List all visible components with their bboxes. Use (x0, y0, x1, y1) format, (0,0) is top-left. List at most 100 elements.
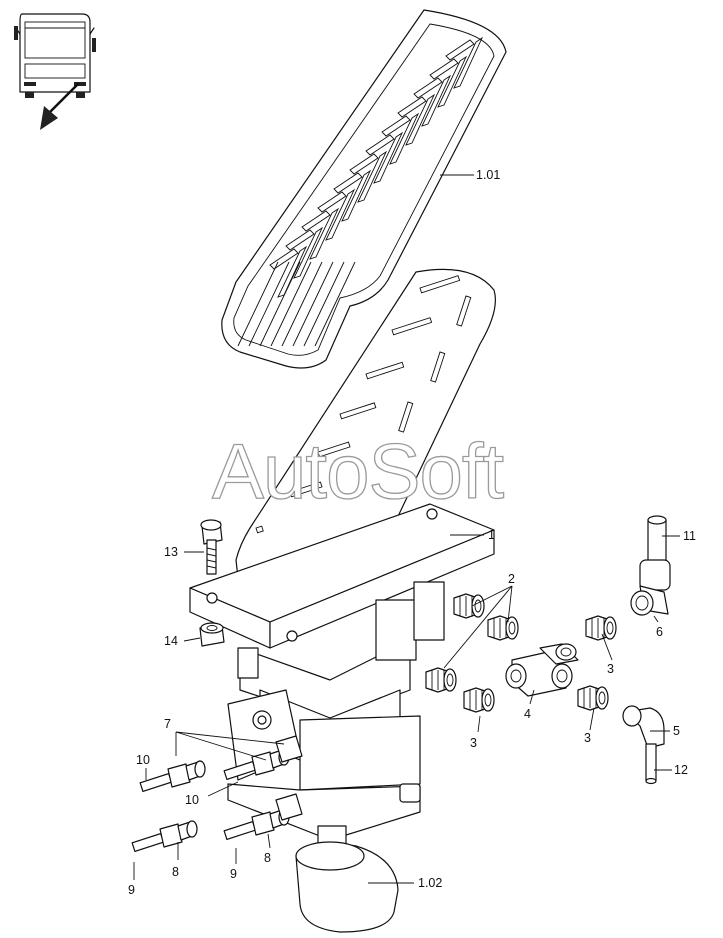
bus-front-icon (14, 13, 96, 98)
pad-heel-rib (237, 261, 279, 347)
pad-heel-rib (270, 261, 312, 347)
pad-slot-rib (293, 226, 324, 279)
callout-12: 12 (674, 763, 688, 777)
fitting-7-nut (275, 735, 303, 763)
lever-slot (317, 441, 351, 458)
callout-14: 14 (164, 634, 178, 648)
tee-port-right (551, 663, 573, 689)
lower-fittings-group (131, 735, 303, 853)
pad-chevron-rib (365, 134, 395, 156)
lever-slot (419, 275, 461, 294)
tee-port-top-bore (560, 647, 572, 657)
fittings-group (425, 593, 617, 713)
pad-chevron-rib (413, 77, 443, 99)
connector-3-left-bore (484, 693, 492, 707)
callout-13: 13 (164, 545, 178, 559)
lever-slot (289, 481, 323, 498)
pipe-12-elbow (622, 705, 665, 785)
callout-3-right-bottom: 3 (584, 731, 591, 745)
bolt-13 (200, 519, 223, 575)
pipe-11-elbow (630, 515, 671, 616)
pipe-10-left-pipe (139, 772, 173, 793)
pipe-9-left-pipe (131, 832, 165, 853)
callout-10-right: 10 (185, 793, 199, 807)
connector-3-right-bottom-face (595, 686, 609, 710)
pad-chevron-rib (317, 191, 347, 213)
callout-9-left: 9 (128, 883, 135, 897)
pad-slot-rib (453, 36, 484, 89)
pad-heel-rib (259, 261, 301, 347)
watermark: AutoSoft (212, 427, 505, 515)
callout-1-02: 1.02 (418, 876, 442, 890)
pad-slot-rib (437, 55, 468, 108)
lever-slot (391, 317, 433, 336)
callout-1: 1 (488, 528, 495, 542)
pad-heel-rib (303, 261, 345, 347)
callout-8-left: 8 (172, 865, 179, 879)
connector-3-right-bottom-bore (598, 691, 606, 705)
callout-4: 4 (524, 707, 531, 721)
callout-2: 2 (508, 572, 515, 586)
pad-slot-rib (373, 131, 404, 184)
pad-slot-rib (389, 112, 420, 165)
callout-5: 5 (673, 724, 680, 738)
callout-1-01: 1.01 (476, 168, 500, 182)
pad-chevron-rib (285, 229, 315, 251)
pipe-10-left-nut (167, 763, 191, 788)
lever-slot (430, 351, 446, 383)
connector-3-right-top-face (603, 616, 617, 640)
pipe-9-right-pipe (223, 820, 257, 841)
pad-heel-rib (248, 261, 290, 347)
lever-slot (456, 295, 472, 327)
pad-slot-rib (405, 93, 436, 146)
callout-6: 6 (656, 625, 663, 639)
pad-slot-rib (309, 207, 340, 260)
connector-2-upper-face (471, 594, 485, 618)
tee-port-right-bore (556, 669, 568, 683)
callout-9-right: 9 (230, 867, 237, 881)
connector-2-lower-bore (446, 673, 454, 687)
pad-chevron-rib (301, 210, 331, 232)
pad-slot-rib (357, 150, 388, 203)
lever-slot (365, 361, 405, 380)
callout-7: 7 (164, 717, 171, 731)
pad-heel-rib (292, 261, 334, 347)
pad-slot-rib (325, 188, 356, 241)
pedal-pad (221, 9, 507, 369)
pipe-9-right-nut (251, 811, 275, 836)
connector-2-lower-face (443, 668, 457, 692)
tee-port-left-bore (510, 669, 522, 683)
lever-slot (255, 525, 264, 534)
callout-10-left: 10 (136, 753, 150, 767)
connector-2-middle-bore (508, 621, 516, 635)
connector-3-left-face (481, 688, 495, 712)
tee-port-left (505, 663, 527, 689)
pad-chevron-rib (397, 96, 427, 118)
pad-heel-rib (281, 261, 323, 347)
pad-chevron-rib (445, 39, 475, 61)
callout-3-right-top: 3 (607, 662, 614, 676)
pipe-9-left-face (186, 820, 198, 838)
callout-3-left: 3 (470, 736, 477, 750)
nut-14 (199, 622, 225, 647)
pad-chevron-rib (349, 153, 379, 175)
brake-valve-body (227, 581, 445, 933)
callouts: 1.01 1 1.02 2 3 3 3 4 5 6 7 8 8 9 9 (128, 168, 696, 897)
pointer-arrow-icon (40, 82, 80, 130)
pad-chevron-rib (269, 248, 299, 270)
tee-port-top (555, 643, 577, 661)
pad-slot-rib (341, 169, 372, 222)
pad-slot-rib (421, 74, 452, 127)
lever-slot (339, 402, 377, 420)
connector-3-right-top-bore (606, 621, 614, 635)
pipe-9-left-nut (159, 823, 183, 848)
pipe-10-left-face (194, 760, 206, 778)
callout-8-right: 8 (264, 851, 271, 865)
pad-chevron-rib (381, 115, 411, 137)
fitting-8-nut (275, 793, 303, 821)
connector-2-upper-bore (474, 599, 482, 613)
lever-slot (398, 401, 414, 433)
pedal-assembly (189, 268, 496, 649)
pad-chevron-rib (333, 172, 363, 194)
